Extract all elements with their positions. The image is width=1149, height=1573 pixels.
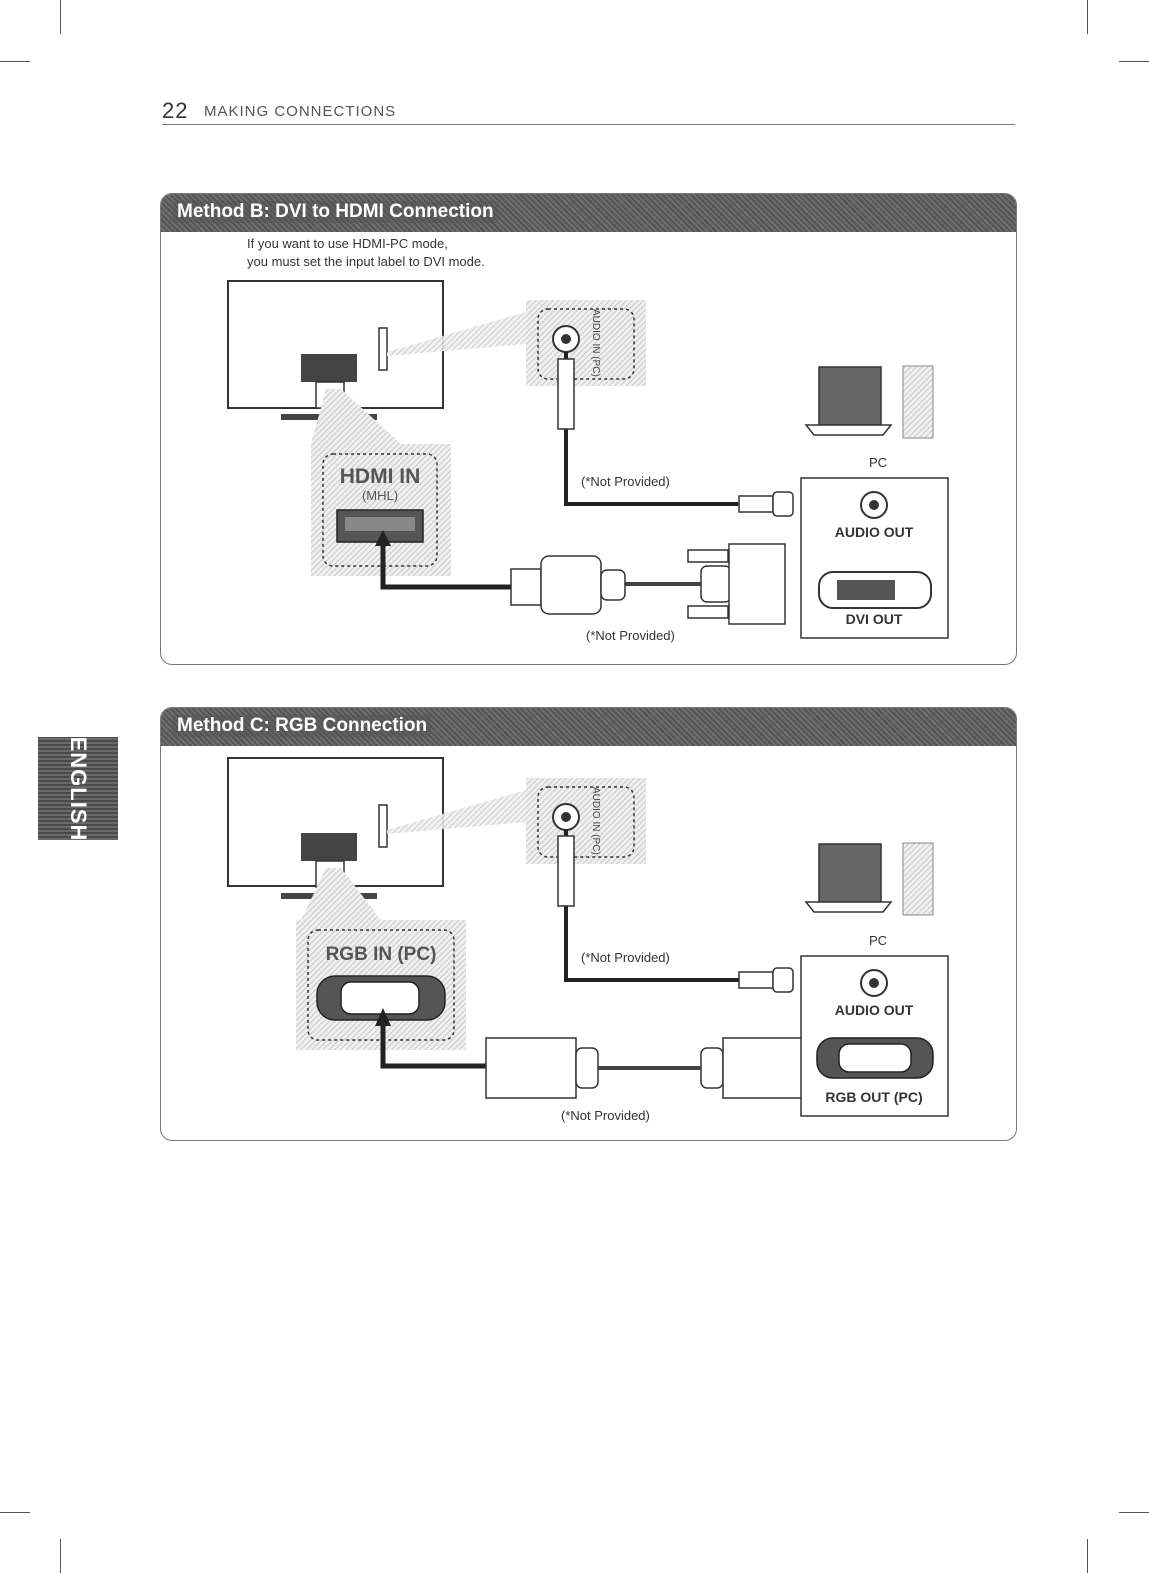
rgb-in-title: RGB IN (PC) — [326, 944, 437, 965]
method-b-note: If you want to use HDMI-PC mode, you mus… — [247, 235, 485, 271]
method-b-panel: Method B: DVI to HDMI Connection If you … — [160, 193, 1017, 665]
language-tab-label: ENGLISH — [66, 736, 91, 841]
method-b-audio-out: AUDIO OUT — [835, 524, 914, 540]
audio-jack-icon — [561, 334, 571, 344]
laptop-icon — [804, 366, 893, 436]
audio-in-port: AUDIO IN (PC) — [526, 778, 646, 864]
language-tab: ENGLISH — [38, 736, 118, 841]
audio-in-label: AUDIO IN (PC) — [590, 309, 601, 377]
pc-tower-icon — [902, 842, 934, 916]
hdmi-in-port: HDMI IN (MHL) — [311, 444, 451, 576]
method-c-pc-label: PC — [869, 933, 887, 948]
hdmi-in-subtitle: (MHL) — [362, 488, 398, 503]
method-b-note-line-1: If you want to use HDMI-PC mode, — [247, 236, 448, 251]
crop-mark — [0, 61, 30, 62]
crop-mark — [1119, 1512, 1149, 1513]
method-b-video-out: DVI OUT — [846, 611, 903, 627]
section-title: MAKING CONNECTIONS — [204, 103, 397, 120]
method-b-title-bar: Method B: DVI to HDMI Connection — [161, 194, 1016, 232]
hdmi-in-title: HDMI IN — [340, 465, 421, 488]
crop-mark — [1087, 1539, 1088, 1573]
method-b-not-provided-video: (*Not Provided) — [586, 628, 675, 643]
crop-mark — [60, 0, 61, 34]
vga-connector-icon — [316, 975, 446, 1021]
page-number: 22 — [162, 98, 189, 123]
dvi-connector-icon — [600, 543, 786, 625]
crop-mark — [0, 1512, 30, 1513]
laptop-icon — [804, 843, 893, 913]
audio-in-port: AUDIO IN (PC) — [526, 300, 646, 386]
rgb-in-port: RGB IN (PC) — [296, 920, 466, 1050]
method-c-not-provided-video: (*Not Provided) — [561, 1108, 650, 1123]
method-b-not-provided-audio: (*Not Provided) — [581, 474, 670, 489]
crop-mark — [1087, 0, 1088, 34]
page-header: 22 MAKING CONNECTIONS — [162, 98, 1015, 125]
audio-jack-icon — [561, 812, 571, 822]
audio-in-label: AUDIO IN (PC) — [590, 787, 601, 855]
crop-mark — [60, 1539, 61, 1573]
method-b-note-line-2: you must set the input label to DVI mode… — [247, 254, 485, 269]
method-c-audio-out: AUDIO OUT — [835, 1002, 914, 1018]
method-b-diagram: AUDIO IN (PC) HDMI IN (MHL) (*Not Provid… — [227, 280, 949, 643]
crop-mark — [1119, 61, 1149, 62]
method-c-not-provided-audio: (*Not Provided) — [581, 950, 670, 965]
audio-jack-icon — [869, 500, 879, 510]
method-c-diagram: AUDIO IN (PC) RGB IN (PC) (*Not Provided… — [227, 757, 949, 1123]
audio-jack-icon — [869, 978, 879, 988]
method-b-pc-label: PC — [869, 455, 887, 470]
method-c-panel: Method C: RGB Connection AUDIO IN (PC) — [160, 707, 1017, 1141]
method-c-title-bar: Method C: RGB Connection — [161, 708, 1016, 746]
hdmi-plug — [510, 555, 602, 615]
tv-icon — [227, 757, 444, 899]
pc-tower-icon — [902, 365, 934, 439]
method-c-video-out: RGB OUT (PC) — [825, 1089, 922, 1105]
method-c-title: Method C: RGB Connection — [173, 715, 432, 737]
method-b-title: Method B: DVI to HDMI Connection — [173, 201, 498, 223]
